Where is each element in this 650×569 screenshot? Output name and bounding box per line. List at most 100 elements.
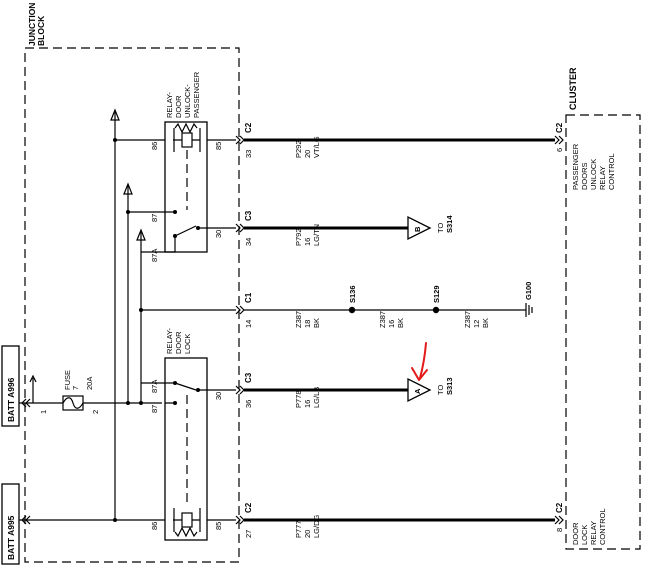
svg-text:TO: TO xyxy=(436,223,445,233)
svg-text:RELAY-: RELAY- xyxy=(165,92,174,118)
svg-text:20A: 20A xyxy=(85,377,94,390)
svg-text:16: 16 xyxy=(303,400,312,408)
svg-text:36: 36 xyxy=(244,400,253,408)
svg-text:CONTROL: CONTROL xyxy=(598,508,607,545)
svg-text:16: 16 xyxy=(303,238,312,246)
splice-s129: S129 xyxy=(432,285,441,314)
svg-text:30: 30 xyxy=(214,392,223,400)
svg-text:18: 18 xyxy=(303,320,312,328)
svg-text:BLOCK: BLOCK xyxy=(36,15,46,46)
svg-text:87: 87 xyxy=(150,405,159,413)
svg-text:C3: C3 xyxy=(244,372,253,383)
svg-text:C2: C2 xyxy=(555,502,564,513)
svg-text:P792: P792 xyxy=(294,228,303,246)
svg-text:20: 20 xyxy=(303,150,312,158)
fuse-label: FUSE 7 20A 1 2 xyxy=(39,370,100,414)
svg-text:Z387: Z387 xyxy=(378,311,387,328)
svg-text:Z387: Z387 xyxy=(294,311,303,328)
relay-door-lock xyxy=(164,357,236,541)
svg-text:33: 33 xyxy=(244,150,253,158)
svg-text:UNLOCK-: UNLOCK- xyxy=(183,84,192,118)
svg-text:PASSENGER: PASSENGER xyxy=(571,143,580,190)
svg-text:CONTROL: CONTROL xyxy=(607,153,616,190)
svg-text:BK: BK xyxy=(481,318,490,328)
svg-text:DOOR: DOOR xyxy=(571,522,580,545)
splice-s136: S136 xyxy=(348,285,357,314)
svg-text:B: B xyxy=(413,226,422,232)
svg-text:LG/TN: LG/TN xyxy=(312,224,321,246)
svg-text:S314: S314 xyxy=(445,215,454,233)
svg-text:S313: S313 xyxy=(445,377,454,395)
cluster-pin-passenger-unlock: C2 6 PASSENGER DOORS UNLOCK RELAY CONTRO… xyxy=(554,122,616,190)
relay-lock-label: RELAY- DOOR LOCK 87A 87 30 86 85 xyxy=(150,328,223,530)
wire-p792: C3 34 P792 16 LG/TN xyxy=(244,210,408,246)
svg-text:87: 87 xyxy=(150,214,159,222)
relay-door-unlock-passenger xyxy=(164,121,236,253)
arrow-b: B TO S314 xyxy=(407,215,454,241)
svg-text:8: 8 xyxy=(555,528,564,532)
svg-text:A: A xyxy=(413,388,422,394)
svg-text:2: 2 xyxy=(91,410,100,414)
svg-text:34: 34 xyxy=(244,238,253,246)
svg-text:C2: C2 xyxy=(244,502,253,513)
junction-block-border xyxy=(24,47,240,563)
batt-a995-label: BATT A995 xyxy=(6,515,16,560)
svg-text:P778: P778 xyxy=(294,390,303,408)
junction-block-label: JUNCTION BLOCK xyxy=(27,3,46,46)
red-annotation-arrow xyxy=(411,342,428,381)
svg-text:12: 12 xyxy=(472,320,481,328)
batt-a995-box xyxy=(1,483,20,565)
svg-text:DOORS: DOORS xyxy=(580,162,589,190)
svg-text:DOOR: DOOR xyxy=(174,331,183,354)
wire-z387: C1 14 Z387 18 BK xyxy=(244,292,520,328)
svg-text:27: 27 xyxy=(244,530,253,538)
relay-passenger-label: RELAY- DOOR UNLOCK- PASSENGER 86 85 87 8… xyxy=(150,71,223,262)
svg-text:87A: 87A xyxy=(150,249,159,262)
wire-p778: C3 36 P778 16 LG/LB xyxy=(244,372,408,408)
cluster-border xyxy=(565,114,641,550)
fuse-circuit xyxy=(19,374,162,411)
svg-text:6: 6 xyxy=(555,148,564,152)
svg-text:RELAY: RELAY xyxy=(598,166,607,190)
svg-text:G100: G100 xyxy=(524,282,533,300)
svg-text:LOCK: LOCK xyxy=(183,334,192,354)
svg-text:85: 85 xyxy=(214,522,223,530)
svg-text:FUSE: FUSE xyxy=(63,370,72,390)
cluster-pin-door-lock: C2 8 DOOR LOCK RELAY CONTROL xyxy=(554,502,607,545)
svg-text:85: 85 xyxy=(214,142,223,150)
batt-a996-box xyxy=(1,345,20,427)
connector-chevrons xyxy=(235,135,245,525)
wire-p292: C2 33 P292 20 VT/LG xyxy=(244,122,555,158)
svg-text:C3: C3 xyxy=(244,210,253,221)
svg-text:PASSENGER: PASSENGER xyxy=(192,71,201,118)
svg-text:86: 86 xyxy=(150,522,159,530)
svg-text:14: 14 xyxy=(244,320,253,328)
svg-text:UNLOCK: UNLOCK xyxy=(589,159,598,190)
svg-text:7: 7 xyxy=(71,386,80,390)
svg-text:VT/LG: VT/LG xyxy=(312,136,321,158)
cluster-label: CLUSTER xyxy=(568,67,578,110)
svg-text:P292: P292 xyxy=(294,140,303,158)
svg-text:P777: P777 xyxy=(294,520,303,538)
svg-text:S129: S129 xyxy=(432,285,441,303)
svg-text:LG/LB: LG/LB xyxy=(312,387,321,408)
svg-text:87A: 87A xyxy=(150,380,159,393)
svg-text:RELAY: RELAY xyxy=(589,521,598,545)
svg-text:S136: S136 xyxy=(348,285,357,303)
arrow-a: A TO S313 xyxy=(407,377,454,403)
svg-text:RELAY-: RELAY- xyxy=(165,328,174,354)
svg-text:16: 16 xyxy=(387,320,396,328)
ground-g100: G100 xyxy=(520,282,533,317)
svg-text:86: 86 xyxy=(150,142,159,150)
wire-z387-12: Z387 12 BK xyxy=(463,311,490,328)
internal-bus xyxy=(19,108,236,525)
svg-text:Z387: Z387 xyxy=(463,311,472,328)
svg-text:LG/DG: LG/DG xyxy=(312,514,321,538)
wire-p777: C2 27 P777 20 LG/DG xyxy=(244,502,555,538)
svg-text:JUNCTION: JUNCTION xyxy=(27,3,37,46)
svg-text:1: 1 xyxy=(39,410,48,414)
batt-a996-label: BATT A996 xyxy=(6,377,16,422)
svg-text:C1: C1 xyxy=(244,292,253,303)
wire-z387-16: Z387 16 BK xyxy=(378,311,405,328)
